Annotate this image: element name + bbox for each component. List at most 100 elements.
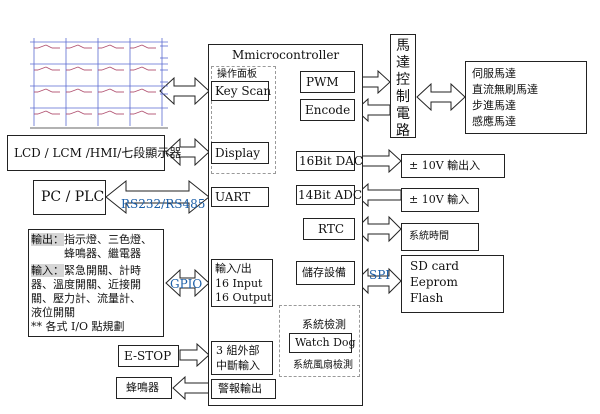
watchdog-block bbox=[289, 333, 352, 353]
io-block bbox=[211, 259, 273, 307]
io-input-count: 16 Input bbox=[215, 277, 263, 290]
alarm-to-buzzer-arrow bbox=[172, 375, 210, 401]
system-check-group bbox=[279, 305, 360, 377]
keypad-switch bbox=[77, 110, 85, 115]
uart-block bbox=[211, 187, 269, 207]
encode-label: Encode bbox=[305, 103, 351, 117]
display-block bbox=[211, 142, 269, 164]
storage-sd-card: SD card bbox=[410, 259, 459, 273]
io-title: 輸入/出 bbox=[215, 262, 252, 275]
keypad-switch bbox=[109, 44, 117, 49]
input-line3: 關、壓力計、流量計、 bbox=[31, 292, 141, 305]
dac-block bbox=[296, 151, 355, 171]
system-check-title: 系統檢測 bbox=[302, 318, 346, 331]
output-tag: 輸出： bbox=[31, 233, 64, 246]
output-line2: 蜂鳴器、繼電器 bbox=[64, 247, 141, 260]
keypad-switch bbox=[101, 44, 111, 49]
io-note: ** 各式 I/O 點規劃 bbox=[31, 320, 125, 333]
keypad-switch bbox=[101, 88, 111, 93]
uart-label: UART bbox=[215, 190, 251, 204]
keypad-switch bbox=[45, 110, 53, 115]
fan-check-label: 系統風扇檢測 bbox=[293, 360, 353, 371]
storage-media-box bbox=[401, 255, 504, 313]
pc-plc-label: PC / PLC bbox=[41, 189, 105, 205]
keypad-switch bbox=[37, 110, 47, 115]
keypad-switch bbox=[133, 66, 143, 71]
keypad-switch bbox=[77, 66, 85, 71]
motor-types-box bbox=[465, 61, 587, 134]
pwm-block bbox=[300, 71, 355, 93]
keypad-switch bbox=[45, 66, 53, 71]
keypad-matrix bbox=[30, 38, 168, 129]
buzzer-box bbox=[116, 377, 172, 399]
keypad-switch bbox=[109, 110, 117, 115]
watchdog-label: Watch Dog bbox=[295, 336, 356, 349]
adc-input-label: ± 10V 輸入 bbox=[409, 193, 470, 206]
motor-arrow bbox=[416, 82, 466, 112]
input-line4: 液位開關 bbox=[31, 306, 75, 319]
pwm-label: PWM bbox=[306, 75, 339, 89]
keypad-switch bbox=[45, 44, 53, 49]
keypad-switch bbox=[77, 44, 85, 49]
estop-box bbox=[118, 345, 179, 367]
microcontroller-title: Mmicrocontroller bbox=[232, 48, 340, 62]
output-line1: 指示燈、三色燈、 bbox=[64, 233, 152, 246]
keypad-switch bbox=[109, 66, 117, 71]
keypad-switch bbox=[141, 66, 149, 71]
keypad-switch bbox=[69, 88, 79, 93]
alarm-output-block bbox=[211, 379, 276, 399]
io-output-count: 16 Output bbox=[215, 291, 272, 304]
storage-eeprom: Eeprom bbox=[410, 275, 458, 289]
keypad-switch bbox=[101, 110, 111, 115]
rtc-label: RTC bbox=[318, 222, 345, 236]
keypad-switch bbox=[69, 110, 79, 115]
buzzer-label: 蜂鳴器 bbox=[126, 381, 159, 394]
panel-group-label: 操作面板 bbox=[217, 69, 257, 80]
adc-block bbox=[296, 185, 355, 205]
keypad-switch bbox=[133, 88, 143, 93]
interrupt-line2: 中斷輸入 bbox=[216, 359, 260, 372]
motor-control-box bbox=[390, 34, 416, 138]
keypad-switch bbox=[69, 44, 79, 49]
dac-io-box bbox=[401, 154, 505, 178]
motor-type-bldc: 直流無刷馬達 bbox=[472, 83, 538, 96]
key-scan-block bbox=[211, 81, 269, 101]
key-scan-label: Key Scan bbox=[215, 84, 272, 98]
storage-flash: Flash bbox=[410, 291, 444, 305]
keypad-switch bbox=[37, 44, 47, 49]
keypad-switch bbox=[77, 88, 85, 93]
keypad-switch bbox=[141, 88, 149, 93]
gpio-label: GPIO bbox=[170, 277, 203, 291]
interrupt-line1: 3 組外部 bbox=[216, 344, 260, 357]
storage-block bbox=[296, 261, 355, 285]
keypad-switch bbox=[69, 66, 79, 71]
system-time-box bbox=[401, 223, 479, 251]
keypad-switch bbox=[101, 66, 111, 71]
alarm-output-label: 警報輸出 bbox=[218, 382, 262, 395]
io-description-box bbox=[28, 229, 164, 337]
keypad-switch bbox=[37, 88, 47, 93]
encode-block bbox=[300, 99, 355, 121]
rs232-rs485-label: RS232/RS485 bbox=[121, 197, 206, 211]
panel-group bbox=[211, 66, 276, 174]
dac-io-label: ± 10V 輸出入 bbox=[409, 159, 481, 172]
keypad-switch bbox=[133, 110, 143, 115]
keypad-switch bbox=[109, 88, 117, 93]
display-devices-box bbox=[7, 135, 165, 171]
dac-label: 16Bit DAC bbox=[299, 154, 364, 168]
input-tag: 輸入： bbox=[31, 264, 64, 277]
keypad-switch bbox=[141, 110, 149, 115]
io-description-text: 輸出：指示燈、三色燈、 蜂鳴器、繼電器 輸入：緊急開關、計時 器、溫度開關、近接… bbox=[31, 233, 152, 334]
input-line2: 器、溫度開關、近接開 bbox=[31, 278, 141, 291]
keypad-switch bbox=[45, 88, 53, 93]
display-devices-label: LCD / LCM /HMI/七段顯示器 bbox=[14, 146, 182, 160]
estop-label: E-STOP bbox=[124, 349, 172, 363]
display-label: Display bbox=[215, 146, 261, 160]
storage-label: 儲存設備 bbox=[302, 266, 346, 279]
adc-label: 14Bit ADC bbox=[298, 188, 363, 202]
keypad-switch bbox=[141, 44, 149, 49]
motor-type-induction: 感應馬達 bbox=[472, 115, 516, 128]
keypad-switch bbox=[37, 66, 47, 71]
estop-arrow bbox=[179, 342, 210, 368]
